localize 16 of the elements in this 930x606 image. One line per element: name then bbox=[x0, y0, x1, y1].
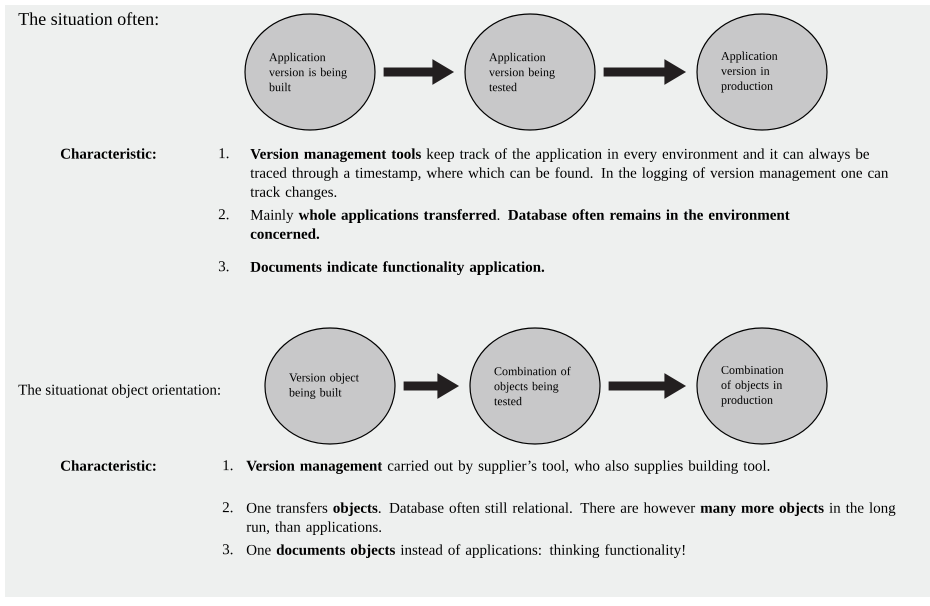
item-number: 1. bbox=[220, 148, 228, 158]
item-number: 3. bbox=[218, 261, 228, 272]
item-number: 1. bbox=[224, 460, 232, 470]
item-number: 2. bbox=[222, 502, 232, 512]
list-item: Version management carried out by supplier’s tool, who also supplies building tool. bbox=[246, 460, 770, 474]
characteristic-label: Characteristic: bbox=[60, 148, 156, 159]
list-item: Mainly whole applications transferred. Database often remains in the environment concerned. bbox=[250, 209, 790, 239]
list-item: Version management tools keep track of the application in every environment and it can always be traced through a timestamp, where which can be found. In the logging of version management one can track changes. bbox=[250, 148, 888, 200]
item-number: 2. bbox=[218, 209, 228, 220]
list-item: Documents indicate functionality application. bbox=[250, 261, 544, 275]
list-item: One transfers objects. Database often still relational. There are however many more objects in the long run, than applications. bbox=[246, 502, 896, 535]
characteristic-label: Characteristic: bbox=[60, 460, 156, 471]
heading: The situation often: bbox=[18, 12, 158, 26]
heading: The situationat object orientation: bbox=[18, 384, 220, 398]
item-number: 3. bbox=[222, 544, 232, 554]
list-item: One documents objects instead of applications: thinking functionality! bbox=[246, 544, 685, 558]
